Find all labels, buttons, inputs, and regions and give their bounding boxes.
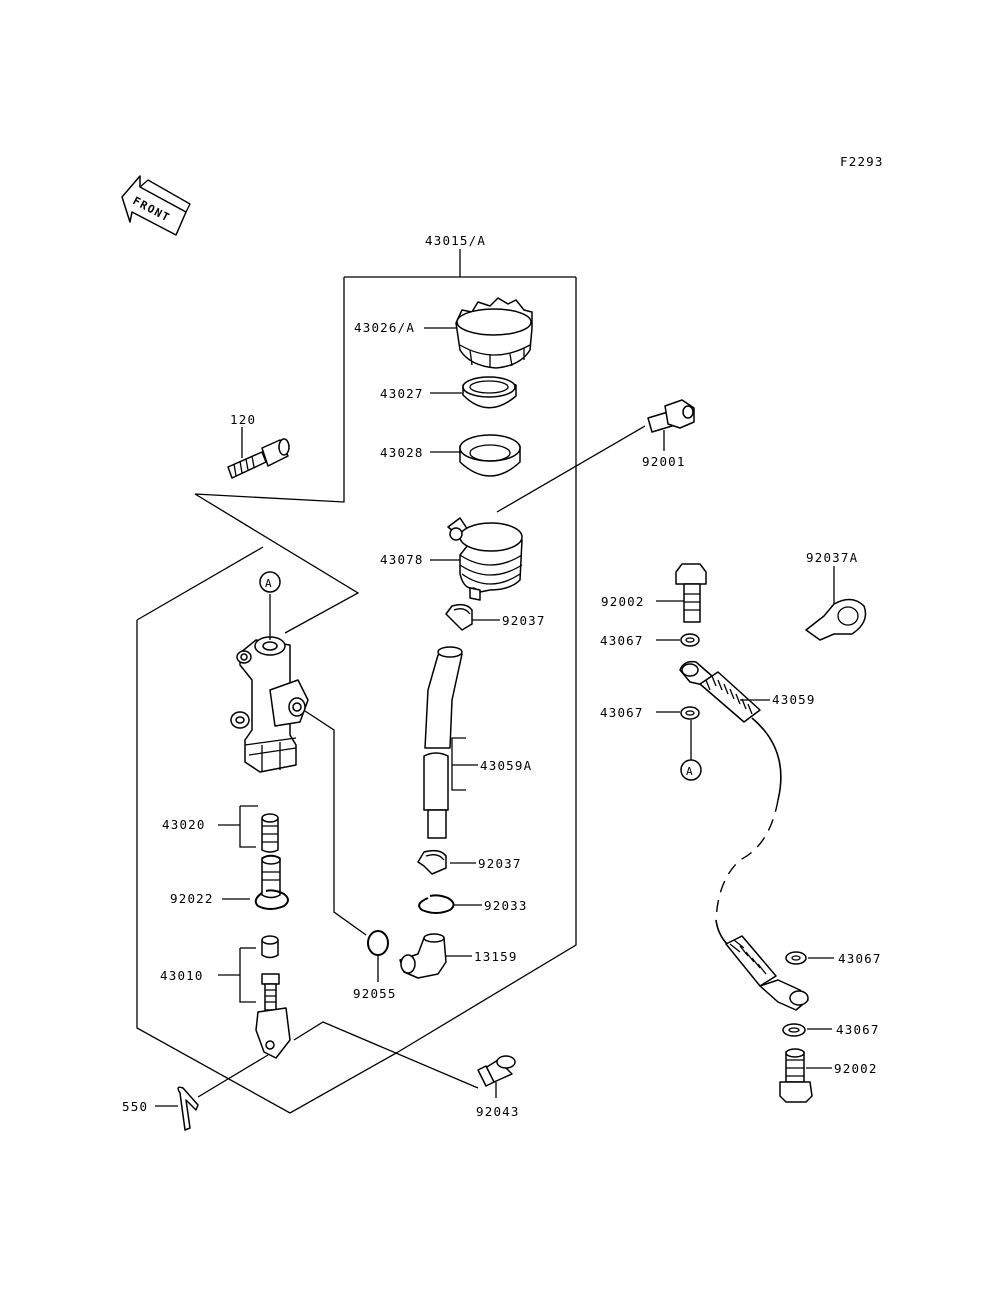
label-92037-lower: 92037 xyxy=(478,856,522,871)
label-13159: 13159 xyxy=(474,949,518,964)
washer-43067-3 xyxy=(785,951,807,965)
label-43067-4: 43067 xyxy=(836,1022,880,1037)
hose-fitting-13159 xyxy=(399,933,447,979)
assembly-outline xyxy=(136,249,577,1114)
bolt-92001 xyxy=(647,399,695,433)
label-43010: 43010 xyxy=(160,968,204,983)
diaphragm-43028 xyxy=(459,434,521,477)
o-ring-92055 xyxy=(367,930,389,956)
circlip-92033 xyxy=(418,894,455,914)
label-43067-2: 43067 xyxy=(600,705,644,720)
label-43059: 43059 xyxy=(772,692,816,707)
marker-a2-circle xyxy=(680,759,702,781)
washer-43067-1 xyxy=(680,633,700,647)
label-92037-upper: 92037 xyxy=(502,613,546,628)
front-arrow-icon: FRONT xyxy=(121,175,191,236)
label-43028: 43028 xyxy=(380,445,424,460)
reservoir-hose-43059A xyxy=(423,646,463,839)
label-43020: 43020 xyxy=(162,817,206,832)
marker-a-label: A xyxy=(265,577,273,590)
label-43027: 43027 xyxy=(380,386,424,401)
clamp-92037-lower xyxy=(417,849,447,875)
label-92022: 92022 xyxy=(170,891,214,906)
label-92002-top: 92002 xyxy=(601,594,645,609)
piston-kit-43020 xyxy=(261,813,281,899)
reservoir-43078 xyxy=(447,517,523,601)
reservoir-cap-43026 xyxy=(455,297,533,369)
label-43026A: 43026/A xyxy=(354,320,415,335)
label-92037A: 92037A xyxy=(806,550,858,565)
marker-a-circle xyxy=(259,571,281,593)
washer-43067-4 xyxy=(782,1023,806,1037)
clamp-92037A xyxy=(805,598,867,641)
label-92033: 92033 xyxy=(484,898,528,913)
pin-92043 xyxy=(477,1055,516,1087)
bolt-120 xyxy=(227,438,290,479)
union-bolt-92002-bottom xyxy=(779,1048,813,1103)
cotter-pin-550 xyxy=(177,1086,199,1131)
marker-a2-label: A xyxy=(686,765,694,778)
label-43059A: 43059A xyxy=(480,758,532,773)
label-92055: 92055 xyxy=(353,986,397,1001)
label-550: 550 xyxy=(122,1099,148,1114)
label-92043: 92043 xyxy=(476,1104,520,1119)
push-rod-43010 xyxy=(255,935,291,1059)
union-bolt-92002-top xyxy=(675,563,707,623)
label-92001: 92001 xyxy=(642,454,686,469)
label-43067-3: 43067 xyxy=(838,951,882,966)
circlip-92022 xyxy=(254,889,289,910)
washer-43067-2 xyxy=(680,706,700,720)
label-43078: 43078 xyxy=(380,552,424,567)
label-120: 120 xyxy=(230,412,256,427)
label-43015A: 43015/A xyxy=(425,233,486,248)
diaphragm-plate-43027 xyxy=(462,376,517,409)
label-92002-bottom: 92002 xyxy=(834,1061,878,1076)
figure-code: F2293 xyxy=(840,154,884,169)
clamp-92037-upper xyxy=(445,603,473,631)
master-cylinder-body xyxy=(230,636,309,773)
brake-hose-43059 xyxy=(679,660,809,1011)
label-43067-1: 43067 xyxy=(600,633,644,648)
